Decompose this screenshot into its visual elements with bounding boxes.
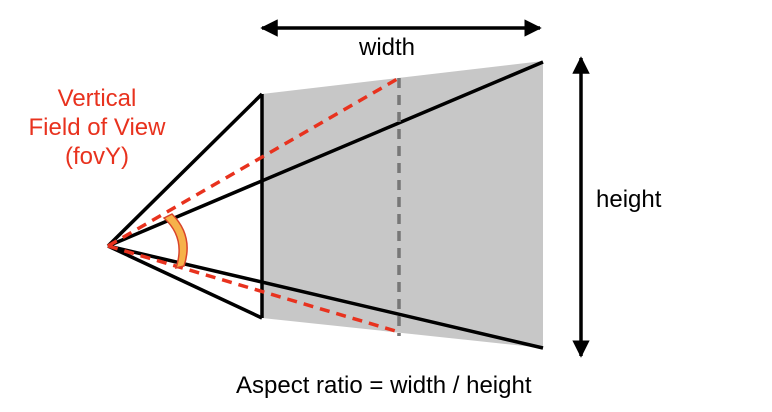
frustum-edge-top-near (106, 92, 264, 248)
far-plane (262, 61, 543, 348)
frustum-edge-top (107, 60, 544, 248)
fov-label-line: Vertical (57, 85, 137, 112)
fov-dashed-top (107, 76, 400, 248)
frustum-edge-bottom-near (107, 244, 263, 320)
fov-label-line: Field of View (28, 114, 166, 141)
fov-angle-arc (162, 213, 188, 270)
width-label: width (358, 34, 416, 61)
fov-label: Vertical Field of View (fovY) (12, 84, 182, 171)
fov-label-line: (fovY) (64, 143, 129, 170)
aspect-ratio-caption: Aspect ratio = width / height (236, 372, 532, 399)
height-label: height (596, 186, 662, 213)
